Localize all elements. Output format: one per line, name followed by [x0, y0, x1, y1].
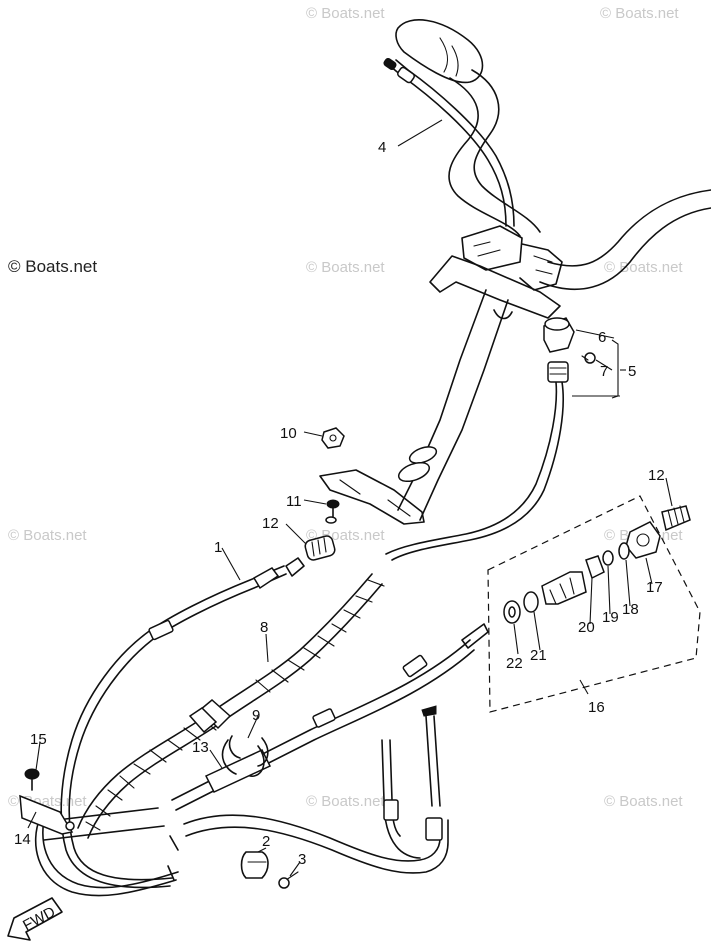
watermark-text: © Boats.net	[604, 793, 683, 810]
speedometer-cable-5	[385, 317, 596, 561]
callout-16: 16	[588, 699, 605, 716]
callout-7: 7	[600, 363, 608, 380]
watermark-text: © Boats.net	[8, 527, 87, 544]
callout-15: 15	[30, 731, 47, 748]
adjuster-12	[661, 505, 691, 532]
callout-19: 19	[602, 609, 619, 626]
watermark-text: © Boats.net	[306, 793, 385, 810]
callout-17: 17	[646, 579, 663, 596]
callout-21: 21	[530, 647, 547, 664]
fwd-label: FWD	[20, 903, 58, 934]
callout-2: 2	[262, 833, 270, 850]
callout-20: 20	[578, 619, 595, 636]
cable-end-kit-16	[487, 495, 701, 713]
callout-10: 10	[280, 425, 297, 442]
watermark-text: © Boats.net	[306, 5, 385, 22]
callout-14: 14	[14, 831, 31, 848]
watermark-layer: © Boats.net © Boats.net © Boats.net © Bo…	[8, 5, 683, 810]
callout-5: 5	[628, 363, 636, 380]
watermark-text: © Boats.net	[604, 259, 683, 276]
callout-8: 8	[260, 619, 268, 636]
callout-18: 18	[622, 601, 639, 618]
lower-cables	[34, 705, 449, 897]
callout-12-left: 12	[262, 515, 279, 532]
fwd-arrow: FWD	[7, 897, 63, 941]
callout-4: 4	[378, 139, 386, 156]
callout-9: 9	[252, 707, 260, 724]
small-parts	[19, 427, 345, 889]
callout-22: 22	[506, 655, 523, 672]
leader-lines	[27, 119, 673, 877]
watermark-text: © Boats.net	[306, 259, 385, 276]
callout-3: 3	[298, 851, 306, 868]
callout-13: 13	[192, 739, 209, 756]
cable-1	[60, 557, 305, 889]
callout-11: 11	[286, 493, 302, 510]
callout-6: 6	[598, 329, 606, 346]
callout-labels: 4 6 7 5 10 11 12 1 12 8 9 13 15 14 17 18…	[14, 139, 665, 868]
callout-1: 1	[214, 539, 222, 556]
cable-13	[171, 623, 489, 811]
spiral-wrap-8	[77, 573, 385, 839]
steering-column	[319, 289, 513, 525]
throttle-cable-4	[383, 57, 515, 227]
sleeve-12	[304, 535, 336, 561]
callout-12-right: 12	[648, 467, 665, 484]
watermark-text: © Boats.net	[600, 5, 679, 22]
watermark-main: © Boats.net	[8, 257, 97, 276]
